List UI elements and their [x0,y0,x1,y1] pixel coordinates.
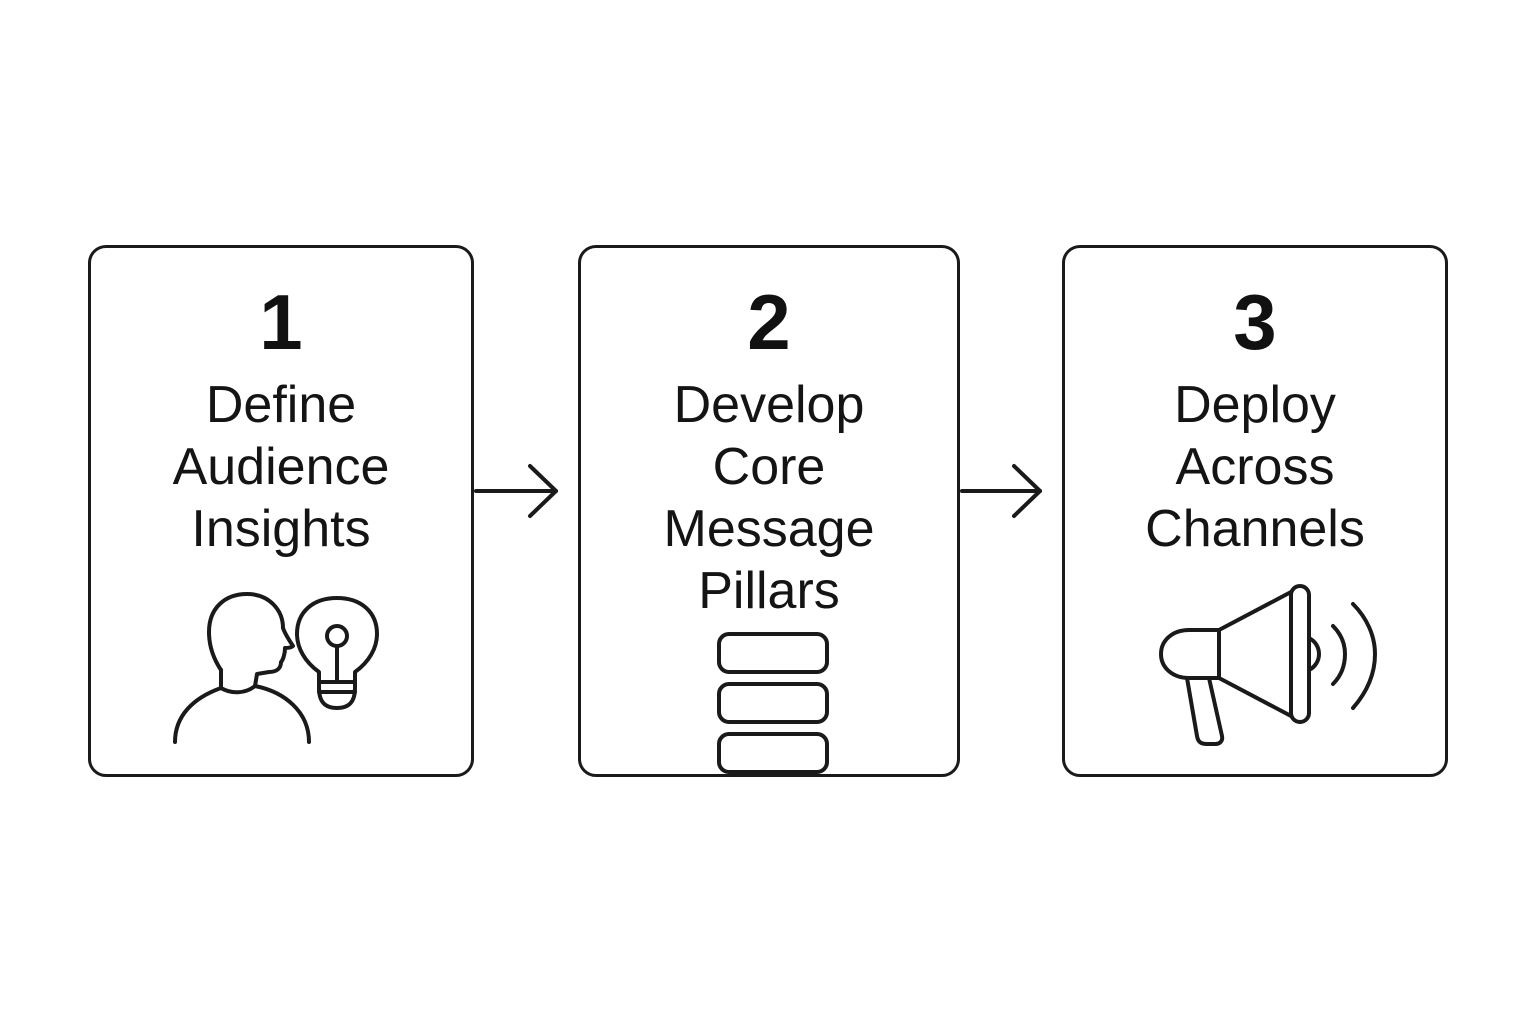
stacked-pillars-icon [717,632,829,774]
arrow-right-icon [960,464,1042,518]
step-title: Define Audience Insights [91,374,471,560]
step-number: 2 [747,278,791,366]
arrow-right-icon [474,464,558,518]
step-card-deploy-across-channels: 3 Deploy Across Channels [1062,245,1448,777]
step-title-line: Core [712,438,826,496]
megaphone-icon [1159,584,1377,746]
person-with-lightbulb-icon [173,592,379,744]
step-title-line: Define [205,376,357,434]
step-title-line: Deploy [1174,376,1336,434]
step-number: 3 [1233,278,1277,366]
step-title-line: Pillars [698,562,840,620]
step-card-define-audience-insights: 1 Define Audience Insights [88,245,474,777]
step-title-line: Message [663,500,875,558]
step-number: 1 [259,278,303,366]
step-title-line: Across [1175,438,1335,496]
step-card-develop-core-message-pillars: 2 Develop Core Message Pillars [578,245,960,777]
step-title-line: Audience [172,438,390,496]
step-title: Deploy Across Channels [1065,374,1445,560]
step-title-line: Insights [191,500,371,558]
step-title-line: Develop [673,376,865,434]
step-title-line: Channels [1145,500,1365,558]
step-title: Develop Core Message Pillars [581,374,957,622]
